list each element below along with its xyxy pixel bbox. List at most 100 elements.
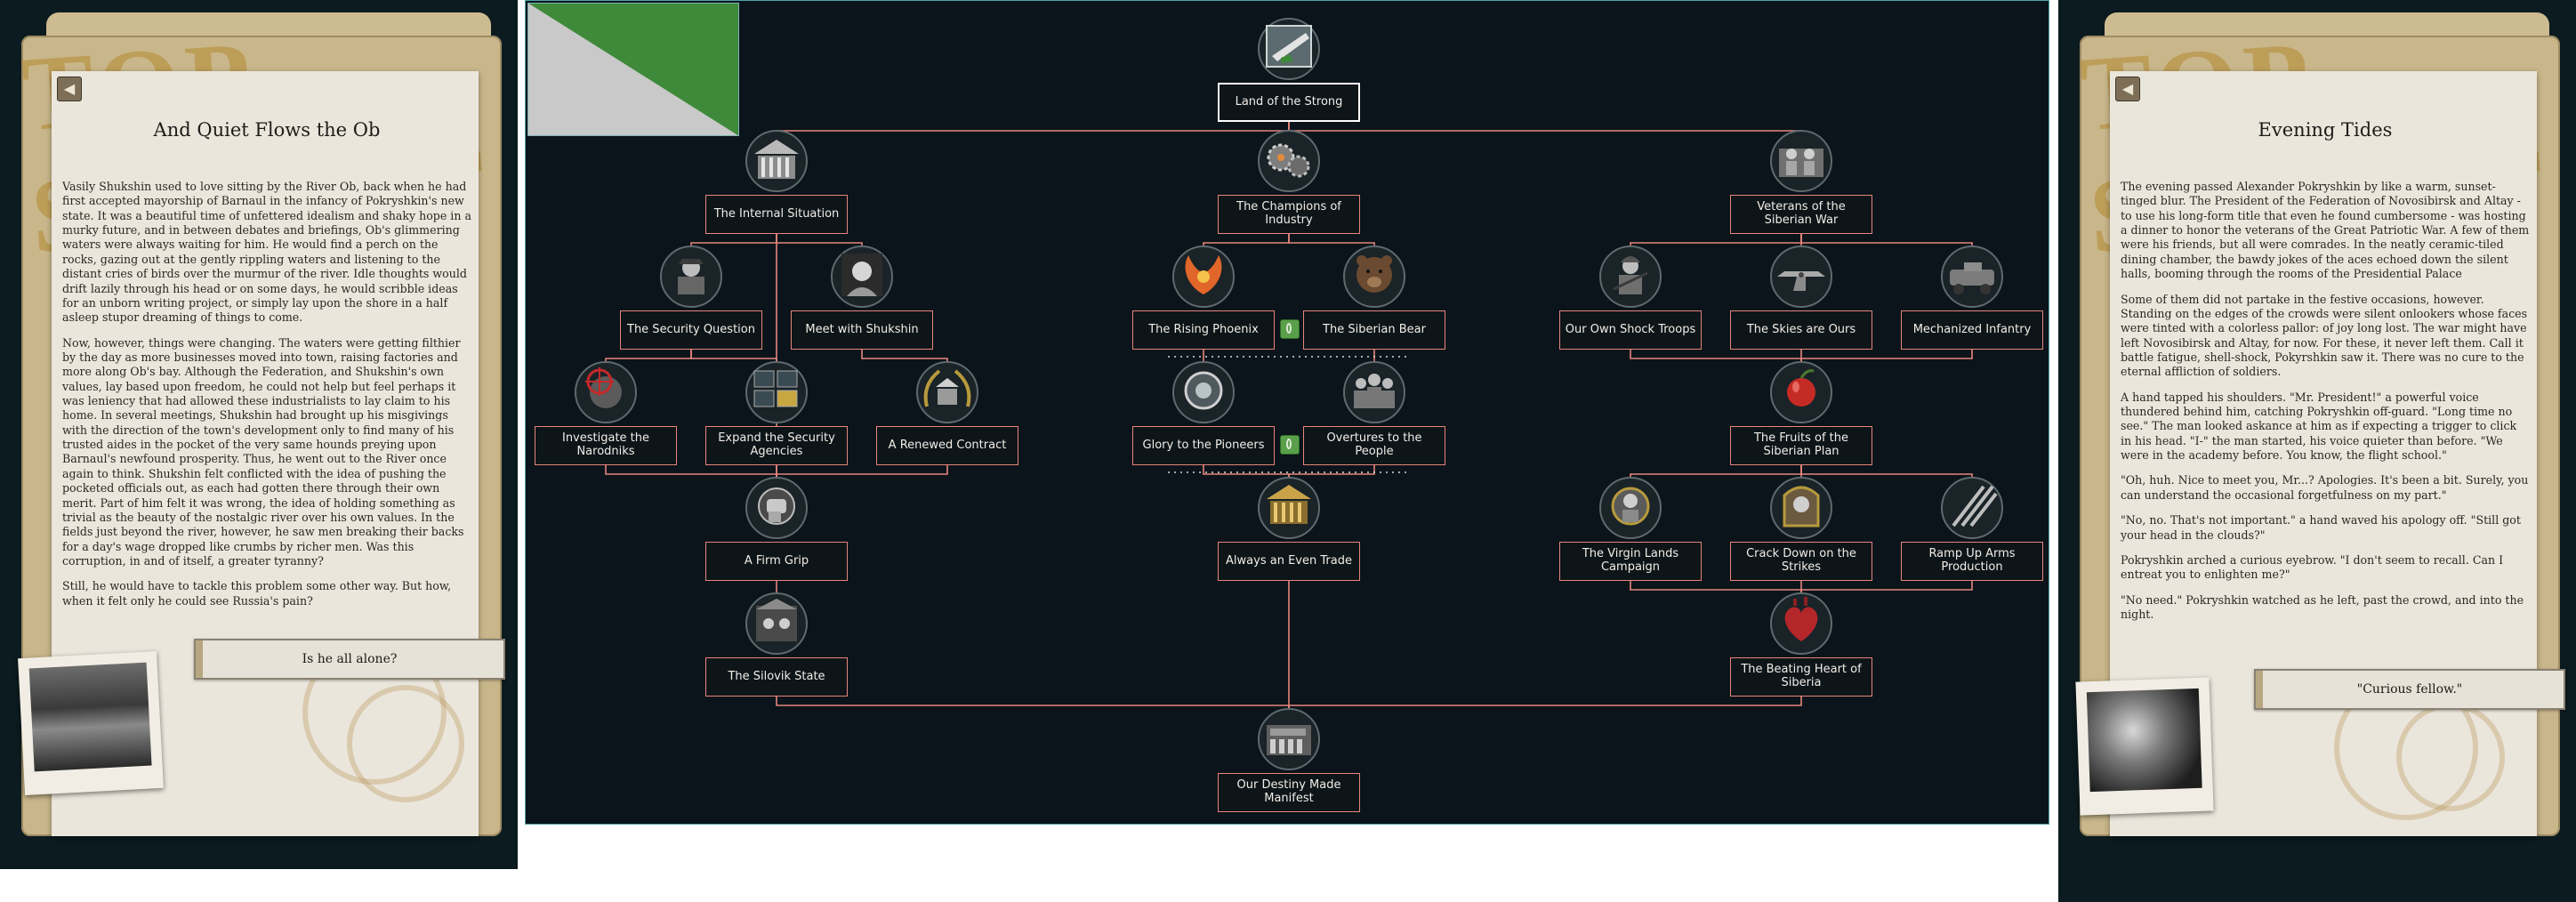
focus-security-question[interactable]: The Security Question (620, 241, 762, 350)
fist-icon[interactable] (742, 472, 811, 542)
focus-glory-to-pioneers[interactable]: Glory to the Pioneers (1132, 357, 1275, 465)
crowd-icon[interactable] (1340, 357, 1409, 426)
event-paragraph: The evening passed Alexander Pokryshkin … (2121, 180, 2530, 281)
focus-beating-heart-siberia[interactable]: The Beating Heart of Siberia (1730, 588, 1872, 697)
focus-label[interactable]: The Fruits of the Siberian Plan (1730, 426, 1872, 465)
focus-connector (1800, 234, 1973, 246)
focus-label[interactable]: The Beating Heart of Siberia (1730, 657, 1872, 697)
parade-icon[interactable] (1254, 704, 1324, 773)
event-title: Evening Tides (2258, 119, 2393, 141)
focus-investigate-narodniks[interactable]: Investigate the Narodniks (535, 357, 677, 465)
focus-destiny-manifest[interactable]: Our Destiny Made Manifest (1218, 704, 1360, 812)
focus-label[interactable]: The Internal Situation (705, 195, 848, 234)
officials-icon[interactable] (742, 588, 811, 657)
focus-connector (1288, 234, 1375, 246)
government-building-icon[interactable] (742, 125, 811, 195)
coffee-stain (2396, 703, 2505, 811)
focus-label[interactable]: Mechanized Infantry (1901, 310, 2043, 350)
focus-own-shock-troops[interactable]: Our Own Shock Troops (1559, 241, 1702, 350)
focus-label[interactable]: The Skies are Ours (1730, 310, 1872, 350)
focus-skies-are-ours[interactable]: The Skies are Ours (1730, 241, 1872, 350)
apple-icon[interactable] (1767, 357, 1836, 426)
focus-connector (1800, 350, 1973, 362)
focus-veterans-siberian-war[interactable]: Veterans of the Siberian War (1730, 125, 1872, 234)
event-paragraph: "No, no. That's not important." a hand w… (2121, 513, 2521, 542)
event-option-button[interactable]: "Curious fellow." (2254, 669, 2565, 710)
bear-icon[interactable] (1340, 241, 1409, 310)
shukshin-portrait-icon[interactable] (827, 241, 897, 310)
focus-land-of-the-strong[interactable]: Land of the Strong (1218, 13, 1360, 122)
focus-label[interactable]: The Siberian Bear (1303, 310, 1445, 350)
focus-internal-situation[interactable]: The Internal Situation (705, 125, 848, 234)
focus-label[interactable]: Meet with Shukshin (791, 310, 933, 350)
laurel-building-icon[interactable] (913, 357, 982, 426)
focus-always-even-trade[interactable]: Always an Even Trade (1218, 472, 1360, 581)
focus-label[interactable]: The Virgin Lands Campaign (1559, 542, 1702, 581)
focus-mechanized-infantry[interactable]: Mechanized Infantry (1901, 241, 2043, 350)
focus-label[interactable]: A Renewed Contract (876, 426, 1018, 465)
focus-label[interactable]: Veterans of the Siberian War (1730, 195, 1872, 234)
focus-label[interactable]: Land of the Strong (1218, 83, 1360, 122)
phoenix-icon[interactable] (1169, 241, 1238, 310)
event-title: And Quiet Flows the Ob (153, 119, 381, 141)
focus-label[interactable]: Overtures to the People (1303, 426, 1445, 465)
focus-silovik-state[interactable]: The Silovik State (705, 588, 848, 697)
armored-car-icon[interactable] (1937, 241, 2007, 310)
focus-meet-with-shukshin[interactable]: Meet with Shukshin (791, 241, 933, 350)
focus-connector (1288, 465, 1375, 478)
focus-label[interactable]: The Security Question (620, 310, 762, 350)
event-window-left: TOP SECRET ◀ And Quiet Flows the Ob Vasi… (0, 0, 518, 869)
soldiers-icon[interactable] (1767, 125, 1836, 195)
focus-expand-security-agencies[interactable]: Expand the Security Agencies (705, 357, 848, 465)
security-officer-icon[interactable] (656, 241, 726, 310)
event-description: The evening passed Alexander Pokryshkin … (2121, 180, 2530, 632)
focus-label[interactable]: The Rising Phoenix (1132, 310, 1275, 350)
coffee-stain (347, 685, 464, 802)
event-paragraph: Some of them did not partake in the fest… (2121, 292, 2528, 379)
focus-fruits-siberian-plan[interactable]: The Fruits of the Siberian Plan (1730, 357, 1872, 465)
mutually-exclusive-icon (1280, 319, 1300, 339)
focus-label[interactable]: Glory to the Pioneers (1132, 426, 1275, 465)
aircraft-crest-icon[interactable] (1254, 13, 1324, 83)
fighter-plane-icon[interactable] (1767, 241, 1836, 310)
surveillance-monitors-icon[interactable] (742, 357, 811, 426)
focus-renewed-contract[interactable]: A Renewed Contract (876, 357, 1018, 465)
focus-siberian-bear[interactable]: The Siberian Bear (1303, 241, 1445, 350)
farmer-icon[interactable] (1596, 472, 1665, 542)
focus-champions-of-industry[interactable]: The Champions of Industry (1218, 125, 1360, 234)
anatomical-heart-icon[interactable] (1767, 588, 1836, 657)
focus-label[interactable]: A Firm Grip (705, 542, 848, 581)
focus-connector (776, 697, 1290, 709)
focus-overtures-to-people[interactable]: Overtures to the People (1303, 357, 1445, 465)
focus-connector (1288, 697, 1802, 709)
event-photo (18, 651, 164, 795)
focus-label[interactable]: The Champions of Industry (1218, 195, 1360, 234)
riot-officer-icon[interactable] (1767, 472, 1836, 542)
back-arrow-icon[interactable]: ◀ (2115, 77, 2140, 101)
focus-ramp-up-arms[interactable]: Ramp Up Arms Production (1901, 472, 2043, 581)
focus-label[interactable]: Always an Even Trade (1218, 542, 1360, 581)
country-flag (527, 3, 739, 136)
treasury-icon[interactable] (1254, 472, 1324, 542)
focus-label[interactable]: Investigate the Narodniks (535, 426, 677, 465)
gears-icon[interactable] (1254, 125, 1324, 195)
rifles-icon[interactable] (1937, 472, 2007, 542)
soldier-icon[interactable] (1596, 241, 1665, 310)
focus-rising-phoenix[interactable]: The Rising Phoenix (1132, 241, 1275, 350)
focus-label[interactable]: Our Destiny Made Manifest (1218, 773, 1360, 812)
crosshair-target-icon[interactable] (571, 357, 640, 426)
focus-label[interactable]: Crack Down on the Strikes (1730, 542, 1872, 581)
pioneer-emblem-icon[interactable] (1169, 357, 1238, 426)
focus-label[interactable]: Our Own Shock Troops (1559, 310, 1702, 350)
back-arrow-icon[interactable]: ◀ (57, 77, 82, 101)
focus-virgin-lands[interactable]: The Virgin Lands Campaign (1559, 472, 1702, 581)
focus-crack-down-strikes[interactable]: Crack Down on the Strikes (1730, 472, 1872, 581)
focus-firm-grip[interactable]: A Firm Grip (705, 472, 848, 581)
focus-label[interactable]: The Silovik State (705, 657, 848, 697)
focus-label[interactable]: Ramp Up Arms Production (1901, 542, 2043, 581)
focus-connector (777, 122, 1290, 132)
focus-label[interactable]: Expand the Security Agencies (705, 426, 848, 465)
event-option-button[interactable]: Is he all alone? (194, 639, 505, 680)
event-paragraph: Now, however, things were changing. The … (62, 335, 464, 568)
